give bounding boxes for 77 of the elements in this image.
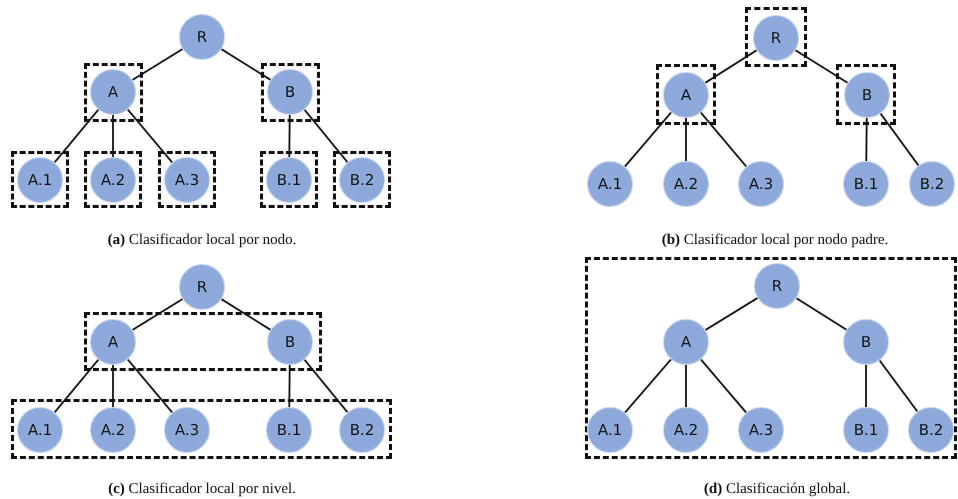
- tree-node: A.3: [164, 407, 210, 453]
- connector-line: [705, 297, 758, 331]
- connector-line: [54, 359, 99, 413]
- connector-line: [878, 360, 918, 412]
- connector-line: [865, 365, 867, 407]
- tree-node: B.1: [266, 407, 312, 453]
- tree-node: A.1: [17, 407, 63, 453]
- connector-line: [288, 114, 291, 158]
- connector-line: [221, 298, 271, 331]
- tree-node: B.1: [843, 407, 889, 453]
- connector-line: [865, 118, 868, 161]
- tree-node: A.3: [738, 161, 784, 207]
- connector-line: [685, 365, 687, 407]
- tree-node: A.3: [164, 157, 210, 203]
- dashed-box: [84, 312, 322, 371]
- dashed-box: [656, 64, 716, 125]
- connector-line: [127, 109, 173, 163]
- figure-caption: (a) Clasificador local por nodo.: [108, 232, 296, 249]
- tree-node: A.2: [90, 157, 136, 203]
- tree-node: A.1: [17, 157, 63, 203]
- dashed-box: [11, 151, 69, 208]
- figure-caption: (d) Clasificación global.: [704, 481, 850, 498]
- connector-line: [112, 115, 114, 157]
- dashed-box: [11, 399, 392, 459]
- tree-node: B.2: [339, 407, 385, 453]
- connector-line: [304, 359, 348, 413]
- dashed-box: [836, 64, 896, 125]
- tree-node: R: [753, 15, 799, 61]
- tree-node: A: [663, 319, 709, 365]
- tree-node: B.2: [339, 157, 385, 203]
- tree-node: A.2: [663, 161, 709, 207]
- tree-node: B.2: [909, 161, 955, 207]
- dashed-box: [84, 63, 143, 122]
- dashed-box: [158, 151, 216, 208]
- tree-node: A: [90, 69, 136, 115]
- tree-node: A.2: [663, 407, 709, 453]
- dashed-box: [333, 151, 391, 208]
- connector-line: [127, 359, 173, 413]
- tree-node: A.3: [738, 407, 784, 453]
- tree-node: B.2: [908, 407, 954, 453]
- dashed-box: [261, 63, 320, 122]
- connector-line: [624, 358, 672, 414]
- connector-line: [624, 112, 672, 168]
- connector-line: [880, 113, 920, 166]
- figure-caption: (c) Clasificador local por nivel.: [108, 481, 296, 498]
- tree-node: B: [267, 319, 313, 365]
- connector-line: [112, 365, 114, 407]
- connector-line: [796, 297, 848, 331]
- tree-node: A.1: [587, 161, 633, 207]
- tree-node: B.1: [843, 161, 889, 207]
- connector-line: [304, 109, 348, 163]
- connector-line: [132, 298, 183, 331]
- connector-line: [221, 48, 271, 81]
- figure-caption: (b) Clasificador local por nodo padre.: [662, 232, 888, 249]
- connector-line: [795, 49, 848, 84]
- tree-node: R: [179, 264, 225, 310]
- tree-node: A.2: [90, 407, 136, 453]
- tree-node: A: [90, 319, 136, 365]
- dashed-box: [260, 151, 318, 208]
- dashed-box: [745, 7, 807, 67]
- tree-node: R: [754, 263, 800, 309]
- tree-node: A.1: [587, 407, 633, 453]
- connector-line: [700, 358, 747, 414]
- tree-node: B: [267, 69, 313, 115]
- dashed-box: [84, 151, 142, 208]
- connector-line: [700, 112, 747, 167]
- tree-node: B.1: [266, 157, 312, 203]
- connector-line: [685, 118, 687, 161]
- connector-line: [54, 109, 99, 163]
- dashed-box: [585, 257, 957, 459]
- connector-line: [704, 50, 758, 84]
- connector-line: [132, 48, 183, 81]
- tree-node: R: [179, 14, 225, 60]
- tree-node: B: [843, 319, 889, 365]
- connector-line: [288, 364, 291, 408]
- tree-node: A: [663, 72, 709, 118]
- tree-node: B: [844, 72, 890, 118]
